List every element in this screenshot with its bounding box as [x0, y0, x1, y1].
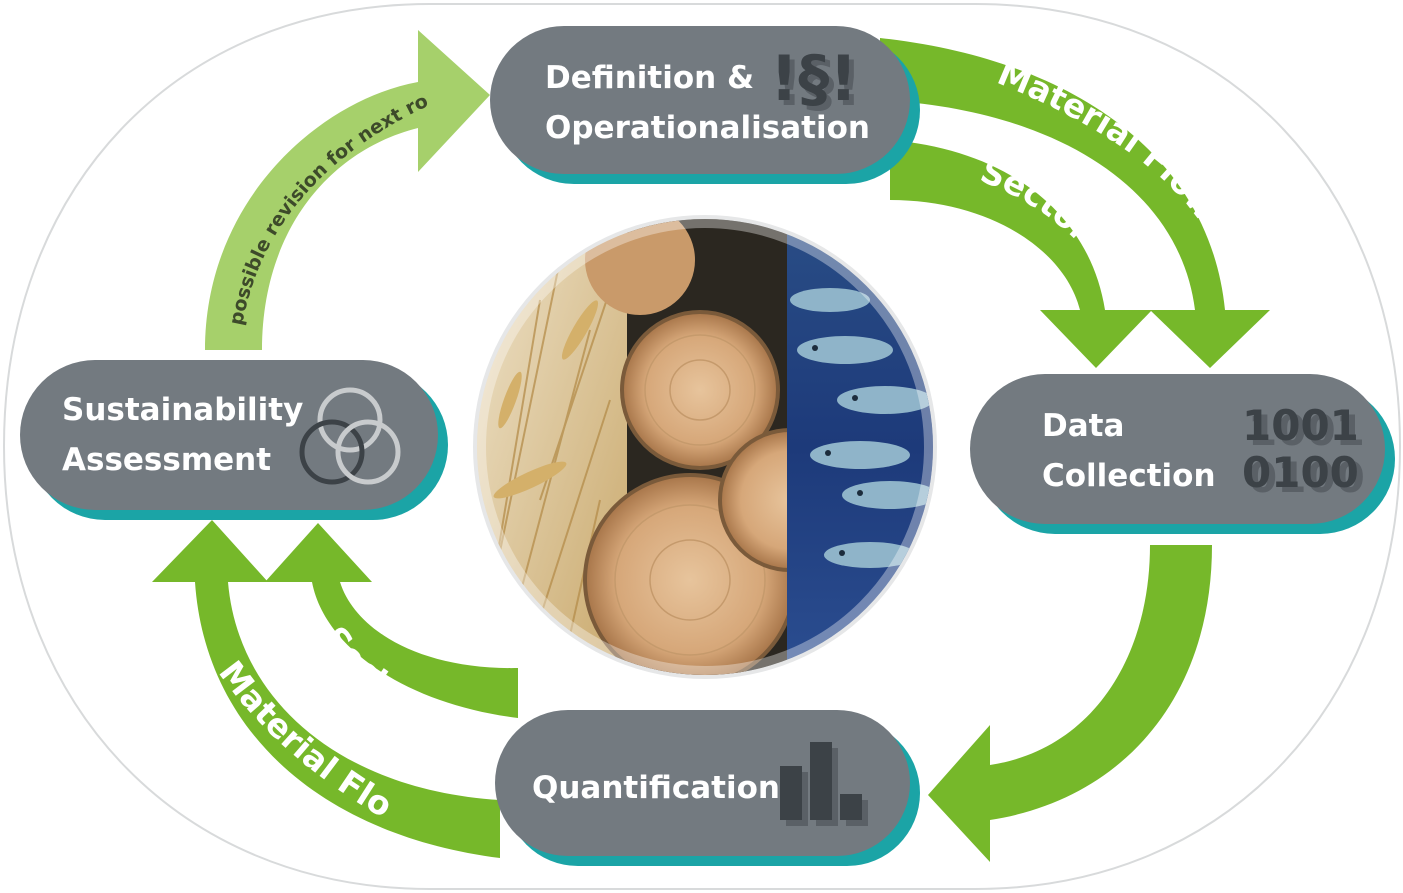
arrow-sectors-right — [890, 140, 1152, 368]
center-image — [473, 215, 937, 679]
arrow-revision — [205, 30, 490, 350]
svg-text:1001: 1001 — [1242, 401, 1359, 450]
quantification-label: Quantification — [532, 770, 780, 806]
sustainability-line1: Sustainability — [62, 392, 303, 428]
arrow-material-flows-left — [152, 520, 500, 858]
sustainability-line2: Assessment — [62, 442, 271, 478]
svg-text:!§!: !§! — [775, 47, 863, 120]
data-line2: Collection — [1042, 458, 1216, 494]
svg-text:!§!: !§! — [770, 42, 858, 115]
svg-text:1001: 1001 — [1248, 406, 1365, 455]
paragraph-law-icon: !§! !§! — [770, 42, 863, 120]
svg-text:0100: 0100 — [1242, 448, 1359, 497]
arrow-sectors-left — [265, 523, 518, 718]
node-sustainability-assessment: Sustainability Assessment — [20, 360, 448, 520]
definition-line2: Operationalisation — [545, 110, 870, 146]
node-quantification: Quantification — [495, 710, 920, 866]
arrow-material-flows-right — [880, 38, 1270, 368]
outer-frame — [2, 3, 1402, 890]
bar-chart-icon — [780, 742, 868, 826]
definition-line1: Definition & — [545, 60, 754, 96]
svg-text:0100: 0100 — [1248, 453, 1365, 502]
binary-data-icon: 1001 1001 0100 0100 — [1242, 401, 1365, 502]
data-line1: Data — [1042, 408, 1124, 444]
node-definition-operationalisation: !§! !§! Definition & Operationalisation — [490, 26, 920, 184]
overlapping-circles-icon — [299, 387, 401, 485]
arrow-data-to-quantification — [928, 545, 1212, 862]
node-data-collection: 1001 1001 0100 0100 Data Collection — [970, 374, 1395, 534]
